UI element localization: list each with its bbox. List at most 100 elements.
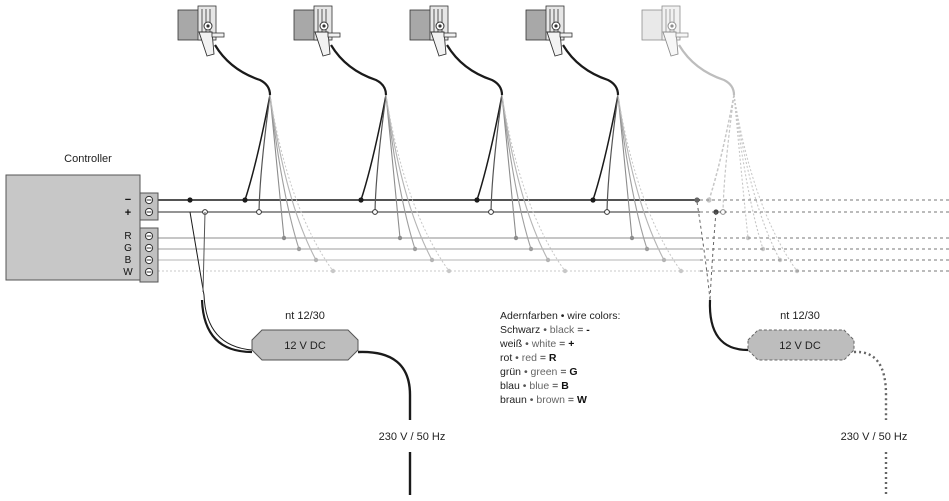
fixture-cable xyxy=(214,44,272,96)
fixture-wire xyxy=(490,94,503,213)
junction-dot xyxy=(706,197,712,203)
fixture-wire xyxy=(385,94,450,272)
junction-dot xyxy=(330,268,336,274)
psu-1-input: 230 V / 50 Hz xyxy=(379,431,446,443)
fixture-wire xyxy=(269,94,317,261)
channel-label-g: G xyxy=(124,243,132,254)
junction-dot xyxy=(372,209,378,215)
fixture-wire xyxy=(592,94,619,201)
junction-dot xyxy=(412,246,418,252)
fixture-wire xyxy=(385,94,433,261)
controller-box xyxy=(5,174,141,281)
junction-dot xyxy=(242,197,248,203)
junction-dot xyxy=(694,197,700,203)
junction-dot xyxy=(474,197,480,203)
fixture-wire xyxy=(385,94,401,239)
fixture-wire xyxy=(501,94,532,250)
junction-dot xyxy=(446,268,452,274)
fixture-wire xyxy=(722,94,735,213)
junction-dot xyxy=(720,209,726,215)
junction-dot xyxy=(397,235,403,241)
channel-label-w: W xyxy=(123,267,133,278)
junction-dot xyxy=(760,246,766,252)
junction-dot xyxy=(562,268,568,274)
fixture-wire xyxy=(617,94,633,239)
fixture-1 xyxy=(177,5,336,274)
fixture-wire xyxy=(733,94,798,272)
psu-1-name: nt 12/30 xyxy=(285,310,325,322)
junction-dot xyxy=(528,246,534,252)
fixtures xyxy=(177,5,800,274)
terminal-plus-label: + xyxy=(125,207,131,219)
junction-dot xyxy=(296,246,302,252)
fixture-5 xyxy=(641,5,800,274)
terminal-minus-label: − xyxy=(125,194,131,206)
junction-dot xyxy=(358,197,364,203)
controller: Controller − + R G B W xyxy=(5,153,159,283)
fixture-wire xyxy=(269,94,300,250)
fixture-wire xyxy=(476,94,503,201)
legend-item: blau • blue = B xyxy=(500,380,569,392)
junction-dot xyxy=(777,257,783,263)
legend-item: Schwarz • black = - xyxy=(500,324,590,336)
junction-dot xyxy=(488,209,494,215)
fixture-wire xyxy=(617,94,665,261)
power-supply-1: nt 12/30 12 V DC 230 V / 50 Hz xyxy=(189,211,446,495)
junction-dot xyxy=(644,246,650,252)
fixture-cable xyxy=(330,44,388,96)
junction-dot xyxy=(281,235,287,241)
psu-2-name: nt 12/30 xyxy=(780,310,820,322)
fixture-cable xyxy=(678,44,736,96)
power-supply-2: nt 12/30 12 V DC 230 V / 50 Hz xyxy=(696,201,908,495)
junction-dot xyxy=(313,257,319,263)
fixture-wire xyxy=(269,94,334,272)
junction-dot xyxy=(629,235,635,241)
junction-dot xyxy=(794,268,800,274)
wire-color-legend: Adernfarben • wire colors: Schwarz • bla… xyxy=(499,310,620,406)
junction-dot xyxy=(513,235,519,241)
junction-dot xyxy=(604,209,610,215)
fixture-wire xyxy=(501,94,549,261)
fixture-2 xyxy=(293,5,452,274)
junction-dot xyxy=(187,197,193,203)
fixture-wire xyxy=(708,94,735,201)
legend-item: grün • green = G xyxy=(500,366,578,378)
fixture-cable xyxy=(446,44,504,96)
psu-1-output: 12 V DC xyxy=(284,340,326,352)
fixture-wire xyxy=(733,94,781,261)
channel-label-r: R xyxy=(124,231,131,242)
fixture-3 xyxy=(409,5,568,274)
fixture-wire xyxy=(269,94,285,239)
legend-title: Adernfarben • wire colors: xyxy=(500,310,620,322)
junction-dot xyxy=(545,257,551,263)
junction-dot xyxy=(678,268,684,274)
fixture-wire xyxy=(733,94,749,239)
fixture-wire xyxy=(617,94,682,272)
fixture-wire xyxy=(501,94,566,272)
psu-1-box xyxy=(251,329,359,361)
legend-item: braun • brown = W xyxy=(500,394,587,406)
fixture-wire xyxy=(244,94,271,201)
power-terminal-block xyxy=(139,192,159,221)
fixture-wire xyxy=(501,94,517,239)
controller-title: Controller xyxy=(64,153,112,165)
psu-2-input: 230 V / 50 Hz xyxy=(841,431,908,443)
bus-lines xyxy=(158,197,949,272)
psu-2-box xyxy=(747,329,855,361)
fixture-wire xyxy=(374,94,387,213)
fixture-cable xyxy=(562,44,620,96)
legend-item: weiß • white = + xyxy=(499,338,574,350)
legend-item: rot • red = R xyxy=(500,352,557,364)
fixture-wire xyxy=(617,94,648,250)
channel-terminal-block xyxy=(139,227,159,283)
channel-label-b: B xyxy=(125,255,132,266)
fixture-4 xyxy=(525,5,684,274)
psu-2-output: 12 V DC xyxy=(779,340,821,352)
junction-dot xyxy=(661,257,667,263)
fixture-wire xyxy=(733,94,764,250)
fixture-wire xyxy=(360,94,387,201)
junction-dot xyxy=(745,235,751,241)
junction-dot xyxy=(256,209,262,215)
junction-dot xyxy=(590,197,596,203)
